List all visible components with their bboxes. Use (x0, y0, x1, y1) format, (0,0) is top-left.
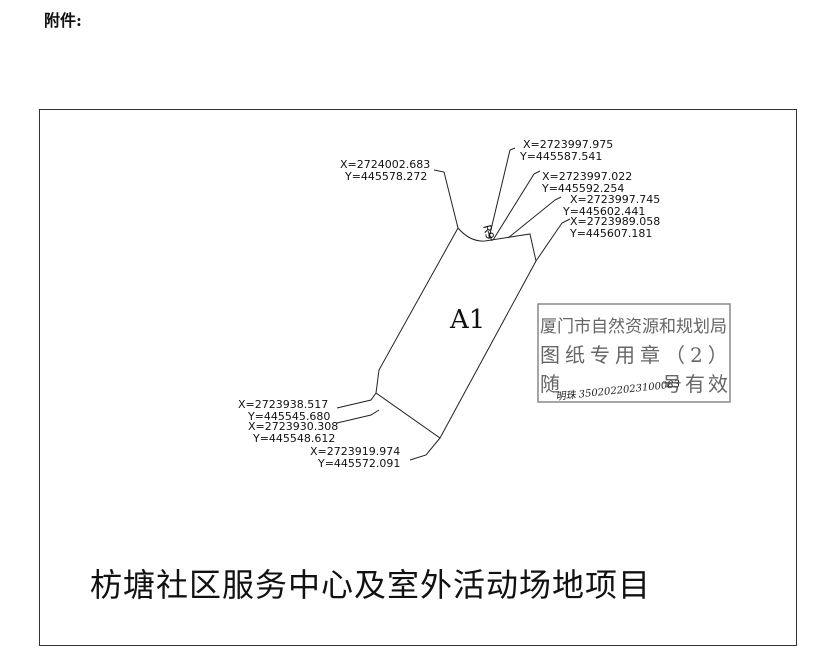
coord-x: X=2724002.683 (340, 158, 430, 171)
coord-y: Y=445607.181 (569, 227, 652, 240)
coord-y: Y=445545.680 (247, 410, 330, 423)
project-title: 枋塘社区服务中心及室外活动场地项目 (90, 566, 652, 604)
coord-y: Y=445578.272 (344, 170, 427, 183)
coord-x: X=2723989.058 (570, 215, 660, 228)
parcel-boundary (375, 227, 537, 439)
stamp-line-3-suffix: 号有效 (662, 372, 731, 396)
coord-y: Y=445592.254 (541, 182, 624, 195)
leader-lines (336, 147, 571, 461)
site-plan-drawing: R9 X=2723997.975 Y=445587.541 X=2724002.… (238, 138, 733, 470)
official-stamp: 厦门市自然资源和规划局 图纸专用章（2） 随 号有效 明珠 3502022023… (537, 303, 733, 403)
coord-x: X=2723997.975 (523, 138, 613, 151)
coord-y: Y=445572.091 (317, 457, 400, 470)
stamp-line-1: 厦门市自然资源和规划局 (540, 317, 727, 337)
coord-x: X=2723930.308 (248, 420, 338, 433)
coord-x: X=2723997.022 (542, 170, 632, 183)
coord-y: Y=445587.541 (519, 150, 602, 163)
parcel-label: A1 (449, 305, 485, 335)
stamp-line-2: 图纸专用章（2） (540, 343, 733, 367)
coord-x: X=2723997.745 (570, 193, 660, 206)
drawing-frame: R9 X=2723997.975 Y=445587.541 X=2724002.… (39, 109, 797, 646)
stamp-signature: 明珠 3502022023100083 (555, 378, 681, 403)
coord-x: X=2723919.974 (310, 445, 400, 458)
stamp-line-3-prefix: 随 (540, 372, 560, 396)
radius-label: R9 (480, 223, 496, 241)
coord-y: Y=445548.612 (252, 432, 335, 445)
coord-y: Y=445602.441 (562, 205, 645, 218)
coord-x: X=2723938.517 (238, 398, 328, 411)
attachment-label: 附件: (44, 11, 82, 30)
coordinate-labels: X=2723997.975 Y=445587.541 X=2724002.683… (238, 138, 660, 470)
